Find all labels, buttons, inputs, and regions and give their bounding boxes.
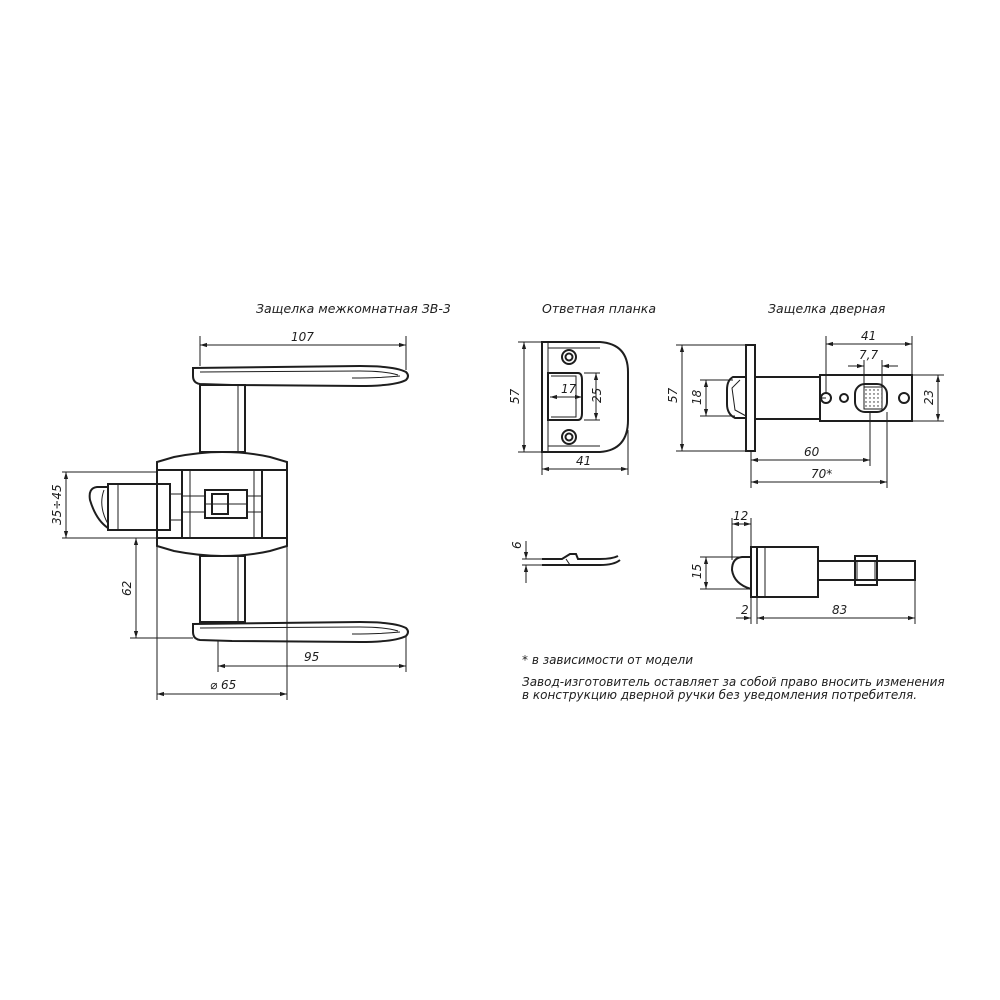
dl-dim-15: 15 [690, 564, 704, 579]
door-latch-top-view [726, 344, 913, 452]
disclaimer-line-1: Завод-изготовитель оставляет за собой пр… [522, 675, 945, 689]
dl-dim-12: 12 [733, 509, 748, 523]
dl-dim-57: 57 [666, 387, 680, 403]
strike-plate-side-view: 6 [510, 541, 621, 583]
title-strike-plate: Ответная планка [542, 301, 656, 316]
sp-dim-25: 25 [590, 388, 604, 403]
sp-dim-41: 41 [576, 454, 591, 468]
dimensions-door-latch-top: 41 7,7 57 18 23 60 70* [666, 329, 944, 488]
lever-handle-assembly [88, 364, 409, 644]
dim-62: 62 [120, 581, 134, 596]
dl-dim-83: 83 [832, 603, 847, 617]
dl-dim-23: 23 [922, 390, 936, 405]
dim-65: ⌀ 65 [210, 678, 236, 692]
strike-plate [541, 341, 629, 453]
sp-dim-6: 6 [510, 541, 524, 549]
dl-dim-41: 41 [861, 329, 876, 343]
sp-dim-17: 17 [561, 382, 577, 396]
dim-35-45: 35÷45 [50, 484, 64, 525]
dl-dim-2: 2 [741, 603, 749, 617]
title-latch-interior: Защелка межкомнатная ЗВ-3 [256, 301, 451, 316]
dim-95: 95 [304, 650, 319, 664]
dl-dim-70: 70* [811, 467, 832, 481]
dl-dim-60: 60 [804, 445, 820, 459]
door-latch-side-view [730, 546, 916, 598]
sp-dim-57: 57 [508, 388, 522, 404]
disclaimer-line-2: в конструкцию дверной ручки без уведомле… [522, 688, 917, 702]
dimensions-strike-plate: 57 17 25 41 [508, 341, 629, 475]
title-door-latch: Защелка дверная [768, 301, 886, 316]
dl-dim-18: 18 [690, 389, 704, 405]
dimensions-left: 107 35÷45 62 95 ⌀ 65 [50, 330, 407, 700]
dl-dim-7-7: 7,7 [859, 348, 878, 362]
dimensions-door-latch-side: 12 15 2 83 [690, 509, 916, 624]
footnote: * в зависимости от модели [522, 653, 693, 667]
dim-107: 107 [291, 330, 314, 344]
